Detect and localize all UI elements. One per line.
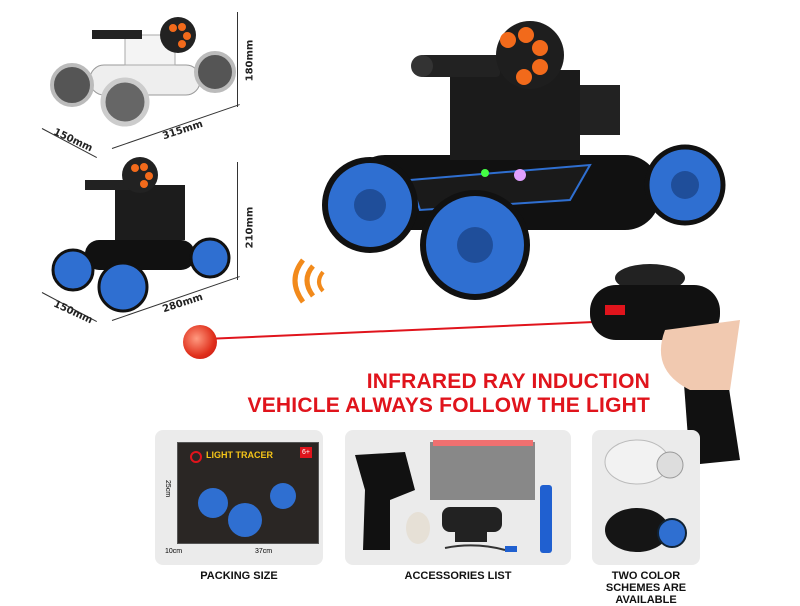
box-depth-label: 10cm bbox=[165, 548, 183, 555]
logo-icon bbox=[190, 451, 202, 463]
packing-caption: PACKING SIZE bbox=[200, 570, 278, 582]
box-car-wheel bbox=[198, 488, 228, 518]
box-car-wheel bbox=[270, 483, 296, 509]
light-spot bbox=[183, 325, 217, 359]
blue-car-height: 210mm bbox=[244, 206, 256, 249]
box-height-label: 25cm bbox=[164, 479, 172, 498]
white-car-image bbox=[50, 17, 236, 127]
accessories-caption: ACCESSORIES LIST bbox=[404, 570, 512, 582]
accessories-panel bbox=[345, 430, 571, 565]
dimension-arrow bbox=[237, 162, 238, 280]
packing-panel: LIGHT TRACER 6+ 25cm 10cm 37cm bbox=[155, 430, 323, 565]
accessories-image bbox=[355, 440, 552, 553]
white-car-height: 180mm bbox=[244, 39, 256, 82]
headline-line-2: VEHICLE ALWAYS FOLLOW THE LIGHT bbox=[247, 394, 650, 417]
box-car-wheel bbox=[228, 503, 262, 537]
color-schemes-panel bbox=[592, 430, 700, 565]
age-badge: 6+ bbox=[300, 447, 312, 458]
dimension-arrow bbox=[237, 12, 238, 107]
main-car-image bbox=[322, 21, 726, 300]
signal-waves-icon bbox=[292, 258, 325, 304]
color-schemes-image bbox=[604, 439, 687, 552]
color-schemes-caption: TWO COLOR SCHEMES ARE AVAILABLE bbox=[605, 570, 687, 606]
package-box: LIGHT TRACER 6+ bbox=[177, 442, 319, 544]
box-title: LIGHT TRACER bbox=[206, 450, 273, 460]
blue-car-small-image bbox=[51, 157, 231, 313]
headline-line-1: INFRARED RAY INDUCTION bbox=[366, 370, 650, 393]
box-width-label: 37cm bbox=[255, 548, 273, 555]
laser-beam bbox=[204, 320, 600, 340]
